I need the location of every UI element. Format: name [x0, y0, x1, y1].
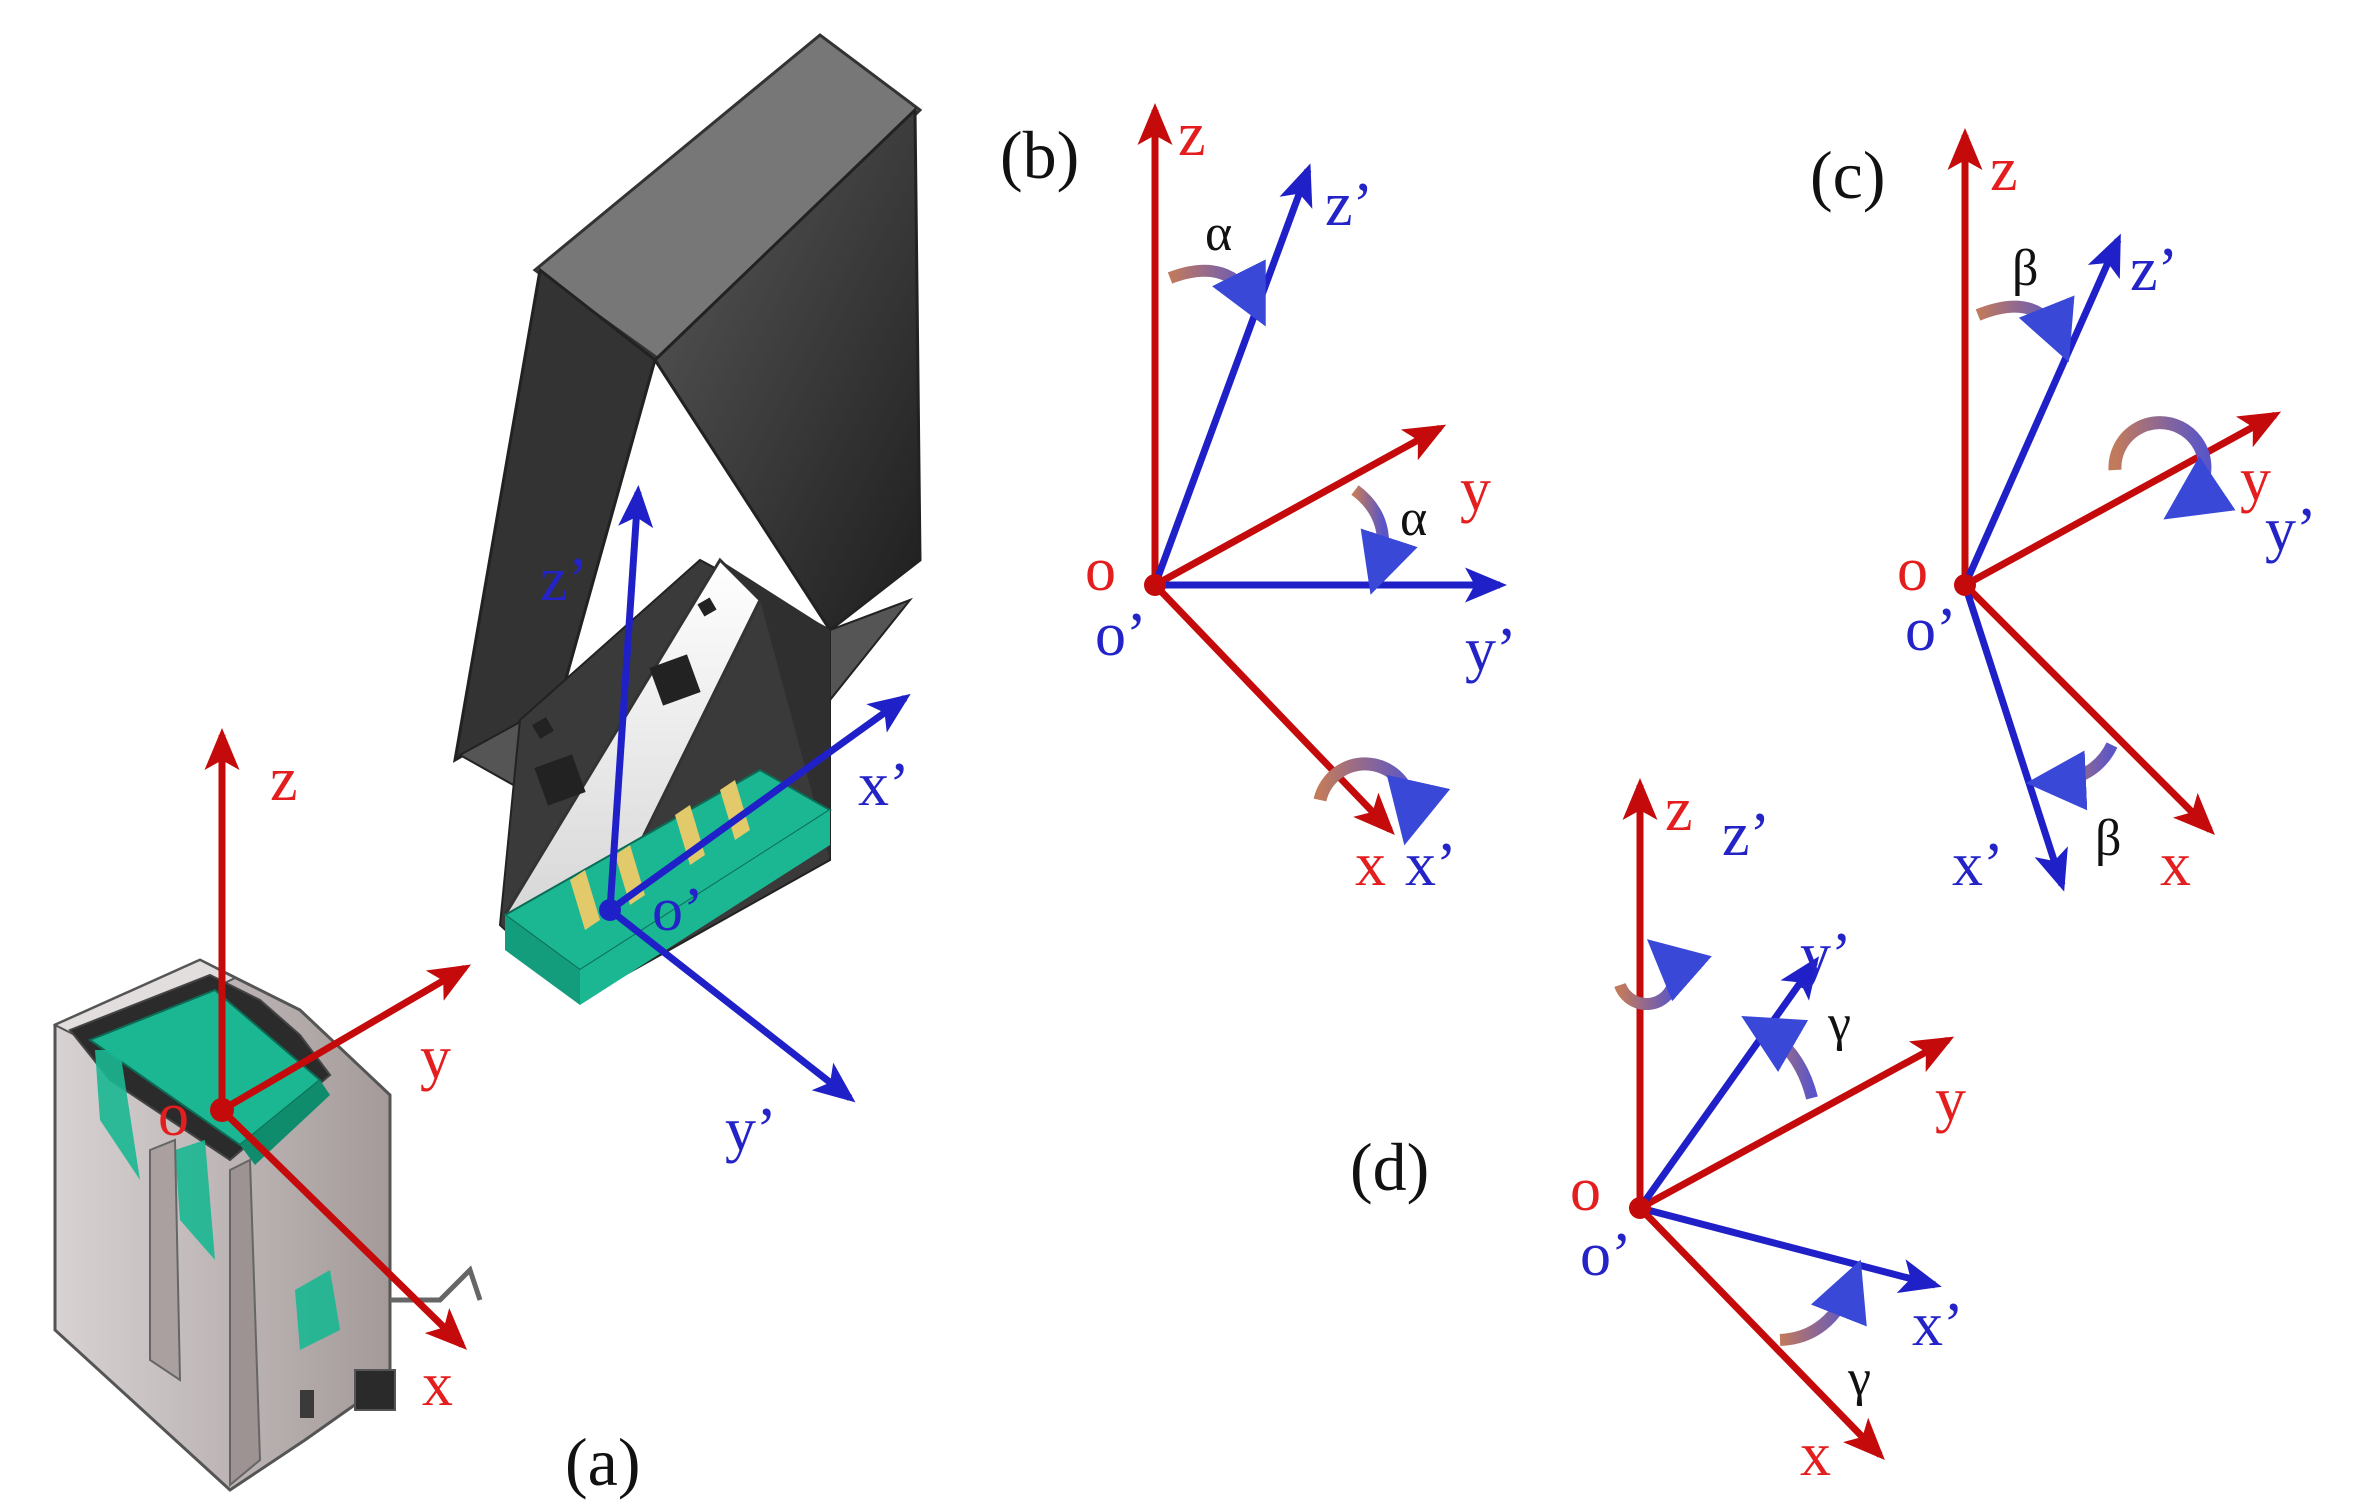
c-x-label: x — [2160, 831, 2191, 899]
panel-b: (b) z z’ α y α y’ o o’ x x’ — [1000, 101, 1517, 899]
b-z-prime-label: z’ — [1325, 171, 1373, 239]
d-z-label: z — [1665, 776, 1693, 844]
b-z-label: z — [1178, 101, 1206, 169]
c-x-prime-label: x’ — [1952, 831, 2004, 899]
plug-z-label: z’ — [540, 546, 588, 614]
b-origin-prime-label: o’ — [1095, 601, 1147, 669]
socket-y-axis — [220, 964, 472, 1114]
plug-y-label: y’ — [725, 1096, 777, 1164]
panel-d: (d) z z’ y’ γ y o o’ x’ γ x — [1350, 776, 1966, 1489]
d-x-label: x — [1800, 1421, 1831, 1489]
plug-x-label: x’ — [858, 751, 910, 819]
socket-x-axis — [219, 1107, 468, 1350]
d-origin-dot — [1629, 1197, 1651, 1219]
panel-a: z y x o z’ x’ y’ o’ (a) — [52, 33, 923, 1500]
panel-c: (c) z z’ β y y’ o o’ β x’ x — [1810, 128, 2317, 899]
b-alpha-label-z: α — [1205, 205, 1232, 262]
socket-origin-label: o — [158, 1081, 189, 1149]
socket-x-label: x — [422, 1351, 453, 1419]
c-origin-dot — [1954, 574, 1976, 596]
d-x-axis — [1637, 1205, 1885, 1461]
plug-origin-label: o’ — [652, 876, 704, 944]
panel-d-caption: (d) — [1350, 1129, 1429, 1205]
d-rotation-arrow-y — [1741, 1015, 1818, 1100]
c-rotation-arrow-x — [2026, 742, 2118, 811]
c-beta-label-x: β — [2095, 810, 2121, 867]
b-origin-dot — [1144, 574, 1166, 596]
b-rotation-arrow-z — [1167, 259, 1266, 327]
b-y-axis — [1153, 424, 1447, 589]
panel-c-caption: (c) — [1810, 137, 1885, 213]
c-z-prime-label: z’ — [2130, 236, 2178, 304]
plug-origin-dot — [599, 899, 621, 921]
d-origin-label: o — [1570, 1156, 1601, 1224]
d-y-prime-axis — [1637, 956, 1820, 1211]
d-y-label: y — [1935, 1066, 1966, 1134]
c-rotation-arrow-z — [1975, 295, 2075, 363]
plug-axes: z’ x’ y’ o’ — [540, 485, 911, 1164]
c-z-label: z — [1990, 136, 2018, 204]
c-x-prime-axis — [1961, 583, 2068, 892]
plug-y-axis — [607, 907, 856, 1103]
c-origin-label: o — [1897, 536, 1928, 604]
d-x-prime-axis — [1639, 1204, 1942, 1294]
d-rotation-arrow-x — [1779, 1259, 1867, 1346]
b-origin-label: o — [1085, 536, 1116, 604]
d-z-prime-label: z’ — [1722, 801, 1770, 869]
b-rotation-arrow-y — [1351, 485, 1418, 595]
socket-axes: z y x o — [158, 728, 472, 1419]
panel-a-caption: (a) — [565, 1424, 640, 1500]
plug-x-axis — [607, 693, 911, 913]
c-z-prime-axis — [1961, 233, 2122, 587]
b-y-prime-label: y’ — [1465, 616, 1517, 684]
c-y-label: y — [2240, 446, 2271, 514]
usb-plug-illustration — [452, 33, 923, 1005]
b-y-label: y — [1460, 456, 1491, 524]
c-y-axis — [1963, 411, 2282, 589]
d-origin-prime-label: o’ — [1580, 1221, 1632, 1289]
socket-origin-dot — [210, 1098, 234, 1122]
socket-y-label: y — [420, 1024, 451, 1092]
socket-z-label: z — [270, 746, 298, 814]
d-gamma-label-y: γ — [1827, 995, 1851, 1052]
d-y-prime-label: y’ — [1800, 921, 1852, 989]
d-x-prime-label: x’ — [1912, 1291, 1964, 1359]
b-alpha-label-y: α — [1400, 490, 1427, 547]
d-rotation-arrow-z — [1614, 939, 1712, 1011]
plug-z-axis — [606, 485, 654, 911]
b-x-axis — [1152, 582, 1395, 836]
c-x-axis — [1962, 582, 2215, 835]
c-origin-prime-label: o’ — [1905, 596, 1957, 664]
d-gamma-label-x: γ — [1847, 1350, 1871, 1407]
panel-b-caption: (b) — [1000, 117, 1079, 193]
c-rotation-arrow-y — [2108, 416, 2236, 520]
d-y-axis — [1638, 1036, 1955, 1212]
b-x-label: x — [1355, 831, 1386, 899]
b-z-prime-axis — [1151, 163, 1313, 587]
b-rotation-arrow-x — [1313, 757, 1451, 846]
c-beta-label-z: β — [2012, 240, 2038, 297]
usb-receptacle-illustration — [52, 958, 483, 1492]
c-y-prime-label: y’ — [2265, 496, 2317, 564]
b-x-prime-label: x’ — [1405, 831, 1457, 899]
